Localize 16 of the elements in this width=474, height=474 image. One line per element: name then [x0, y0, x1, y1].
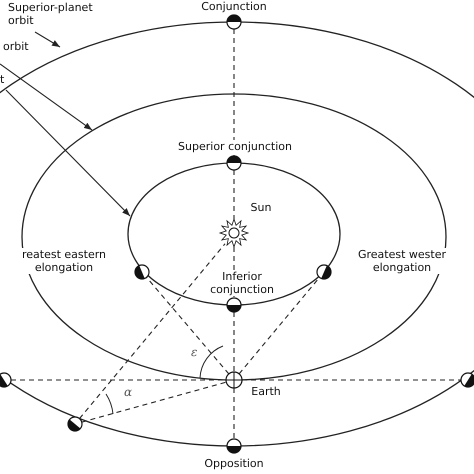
dashed-sight-line — [79, 243, 226, 419]
dashed-sight-line — [233, 388, 235, 439]
leader-arrow — [6, 90, 130, 216]
orbit-label: Superior-planet orbit — [8, 1, 94, 27]
dashed-sight-line — [82, 382, 226, 423]
orbit-label: orbit — [3, 40, 30, 53]
dashed-sight-line — [233, 170, 235, 219]
leader-arrow — [34, 32, 60, 48]
angle-symbol: α — [124, 385, 132, 399]
dashed-sight-line — [233, 312, 235, 372]
dashed-sight-line — [11, 379, 226, 381]
angle-symbol: ε — [191, 345, 198, 359]
dashed-sight-line — [238, 277, 320, 374]
leader-arrow — [0, 64, 92, 130]
orbit-label: t — [0, 73, 6, 86]
dashed-sight-line — [242, 379, 461, 381]
